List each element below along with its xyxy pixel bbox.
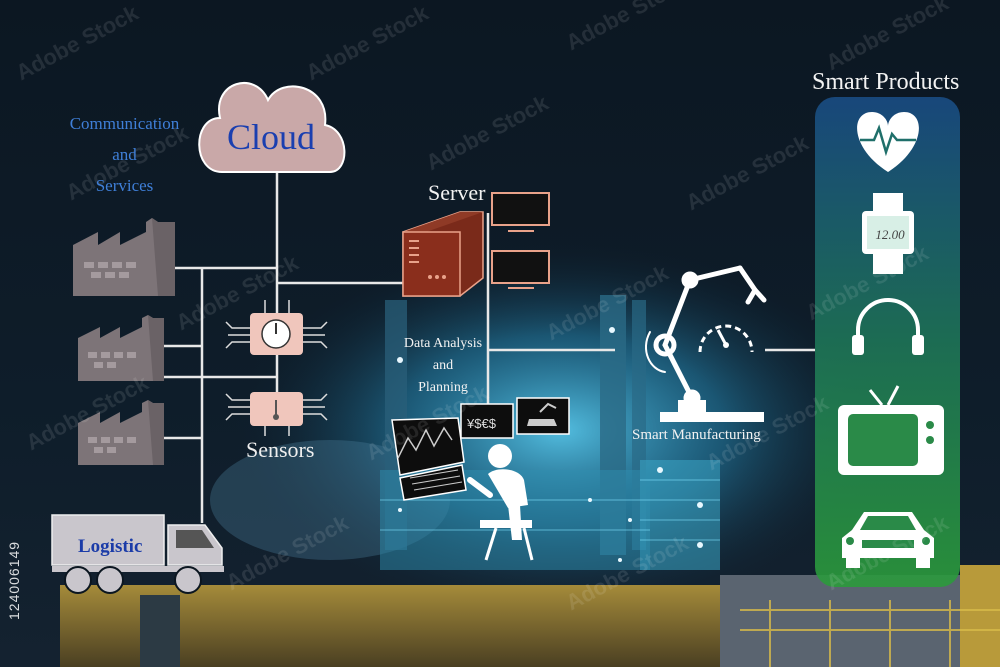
communication-services-label: Communication and Services	[62, 108, 187, 201]
cloud-label: Cloud	[226, 117, 315, 157]
communication-label-line: and	[112, 145, 137, 164]
smart-manufacturing-label: Smart Manufacturing	[632, 427, 761, 443]
gauge-icon	[698, 324, 754, 353]
server-icon	[402, 211, 484, 297]
sensor-chip-icon	[225, 300, 328, 355]
smartwatch-icon	[862, 193, 914, 274]
connector-lines	[163, 170, 815, 523]
tv-icon	[838, 385, 944, 475]
data-analysis-label-line: Data Analysis	[403, 336, 483, 351]
headphones-icon	[852, 298, 924, 355]
heart-rate-icon	[857, 112, 919, 172]
cloud-icon	[198, 82, 346, 173]
operator-workstation-icon: ¥$€$	[391, 397, 570, 561]
data-analysis-label: Data Analysis and Planning	[393, 333, 493, 399]
monitor-icon	[491, 192, 550, 232]
sensors-label: Sensors	[246, 437, 315, 462]
factory-icon	[73, 218, 175, 296]
factory-icon	[78, 315, 164, 381]
communication-label-line: Communication	[69, 114, 180, 133]
svg-text:¥$€$: ¥$€$	[466, 416, 497, 431]
data-analysis-label-line: and	[432, 358, 454, 373]
server-label: Server	[428, 180, 486, 205]
car-icon	[842, 512, 934, 568]
monitor-icon	[491, 250, 550, 289]
sensor-chip-icon	[225, 392, 328, 436]
robot-arm-icon	[645, 265, 767, 422]
factory-icon	[78, 400, 164, 465]
stock-id: 124006149	[6, 540, 22, 620]
logistic-label: Logistic	[78, 536, 143, 557]
smart-products-title: Smart Products	[812, 69, 960, 95]
communication-label-line: Services	[95, 176, 154, 195]
power-plant	[60, 295, 1000, 667]
truck-icon	[51, 514, 224, 594]
watch-time-text: 12.00	[875, 227, 905, 242]
data-analysis-label-line: Planning	[418, 380, 468, 395]
